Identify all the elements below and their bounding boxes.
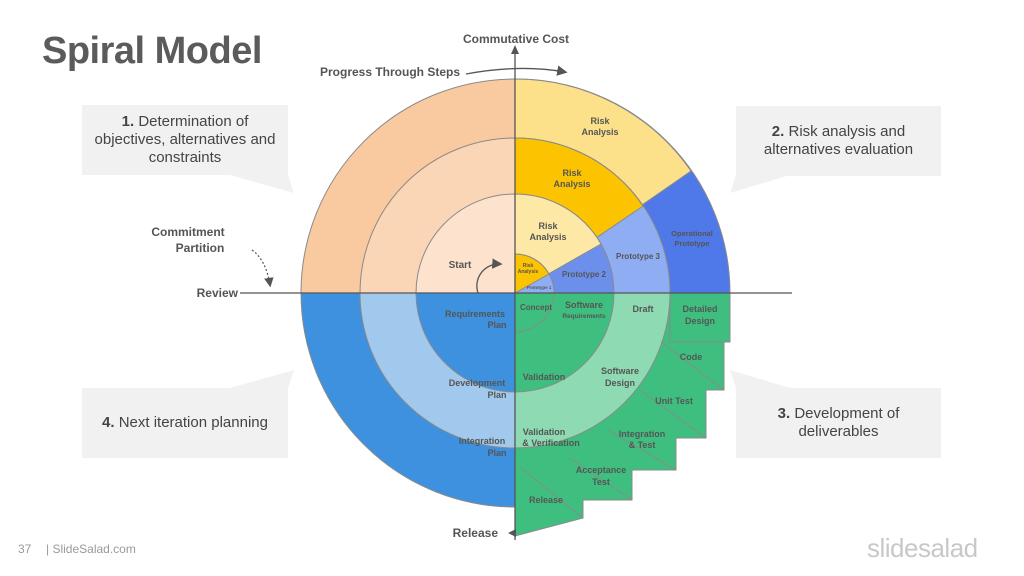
progress-label: Progress Through Steps	[320, 65, 460, 79]
risk-middle-label-2: Analysis	[553, 179, 590, 189]
risk-core-label: Risk	[523, 263, 534, 269]
risk-inner-label-2: Analysis	[529, 232, 566, 242]
axis-arrow-left-icon	[508, 529, 516, 537]
integration-plan-label-2: Plan	[487, 448, 506, 458]
q3-step-dividers	[519, 293, 730, 519]
commitment-label: Commitment	[151, 225, 224, 239]
risk-middle-label: Risk	[562, 168, 582, 178]
integration-test-label: Integration	[619, 429, 666, 439]
callout-pointer	[730, 175, 790, 193]
callout-pointer	[230, 370, 294, 388]
operational-label: Operational	[671, 229, 713, 238]
acceptance-test-label: Acceptance	[576, 465, 627, 475]
start-label: Start	[449, 260, 472, 271]
integration-test-label-2: & Test	[629, 440, 656, 450]
page-number: 37	[18, 542, 32, 556]
partition-label: Partition	[176, 241, 225, 255]
validation-label: Validation	[523, 372, 566, 382]
risk-inner-label: Risk	[538, 221, 558, 231]
axis-label-release: Release	[453, 526, 499, 540]
callout-number: 3.	[777, 405, 791, 422]
detailed-design-label-2: Design	[685, 316, 715, 326]
callout-number: 1.	[121, 113, 135, 130]
code-label: Code	[680, 352, 703, 362]
development-plan-label-2: Plan	[487, 390, 506, 400]
unit-test-label: Unit Test	[655, 396, 693, 406]
axis-arrow-up-icon	[511, 45, 519, 54]
release-step-label: Release	[529, 495, 563, 505]
footer-site: | SlideSalad.com	[46, 542, 136, 556]
callout-text: Determination of objectives, alternative…	[94, 113, 276, 166]
validation-verification-label: Validation	[523, 427, 566, 437]
commitment-arrow-icon	[251, 249, 274, 288]
risk-core-label-2: Analysis	[518, 269, 539, 275]
software-requirements-label-2: Requirements	[562, 313, 606, 320]
callout-text: Development of deliverables	[794, 405, 900, 440]
concept-label: Concept	[520, 303, 552, 312]
risk-outer-label: Risk	[590, 116, 610, 126]
prototype1-label: Prototype 1	[527, 285, 552, 290]
callout-objectives: 1. Determination of objectives, alternat…	[82, 105, 288, 175]
software-requirements-label: Software	[565, 300, 603, 310]
callout-text: Risk analysis and alternatives evaluatio…	[763, 123, 914, 158]
callout-pointer	[230, 175, 294, 193]
slide-title: Spiral Model	[42, 30, 262, 72]
detailed-design-label: Detailed	[682, 304, 717, 314]
progress-arrow-icon	[465, 65, 568, 76]
integration-plan-label: Integration	[459, 436, 506, 446]
risk-outer-label-2: Analysis	[581, 127, 618, 137]
prototype3-label: Prototype 3	[616, 252, 661, 261]
draft-label: Draft	[632, 304, 653, 314]
operational-label-2: Prototype	[674, 239, 709, 248]
development-plan-label: Development	[449, 378, 506, 388]
software-design-label: Software	[601, 366, 639, 376]
start-spiral-arrow-icon	[476, 258, 503, 294]
callout-planning: 4. Next iteration planning	[82, 388, 288, 458]
brand-logo: slidesalad	[867, 533, 978, 563]
requirements-plan-label-2: Plan	[487, 320, 506, 330]
software-design-label-2: Design	[605, 378, 635, 388]
callout-development: 3. Development of deliverables	[736, 388, 941, 458]
axis-label-review: Review	[197, 286, 239, 300]
q1-inner-ring	[415, 193, 516, 294]
requirements-plan-label: Requirements	[445, 309, 505, 319]
acceptance-test-label-2: Test	[592, 477, 610, 487]
callout-risk-analysis: 2. Risk analysis and alternatives evalua…	[736, 106, 941, 176]
prototype2-label: Prototype 2	[562, 270, 607, 279]
callout-number: 2.	[771, 123, 785, 140]
callout-text: Next iteration planning	[118, 414, 268, 431]
callout-number: 4.	[102, 414, 115, 431]
q3-concept-core	[514, 292, 555, 333]
q4-inner-ring	[415, 292, 516, 393]
axis-label-top: Commutative Cost	[463, 32, 569, 46]
callout-pointer	[730, 370, 790, 388]
validation-verification-label-2: & Verification	[522, 438, 580, 448]
